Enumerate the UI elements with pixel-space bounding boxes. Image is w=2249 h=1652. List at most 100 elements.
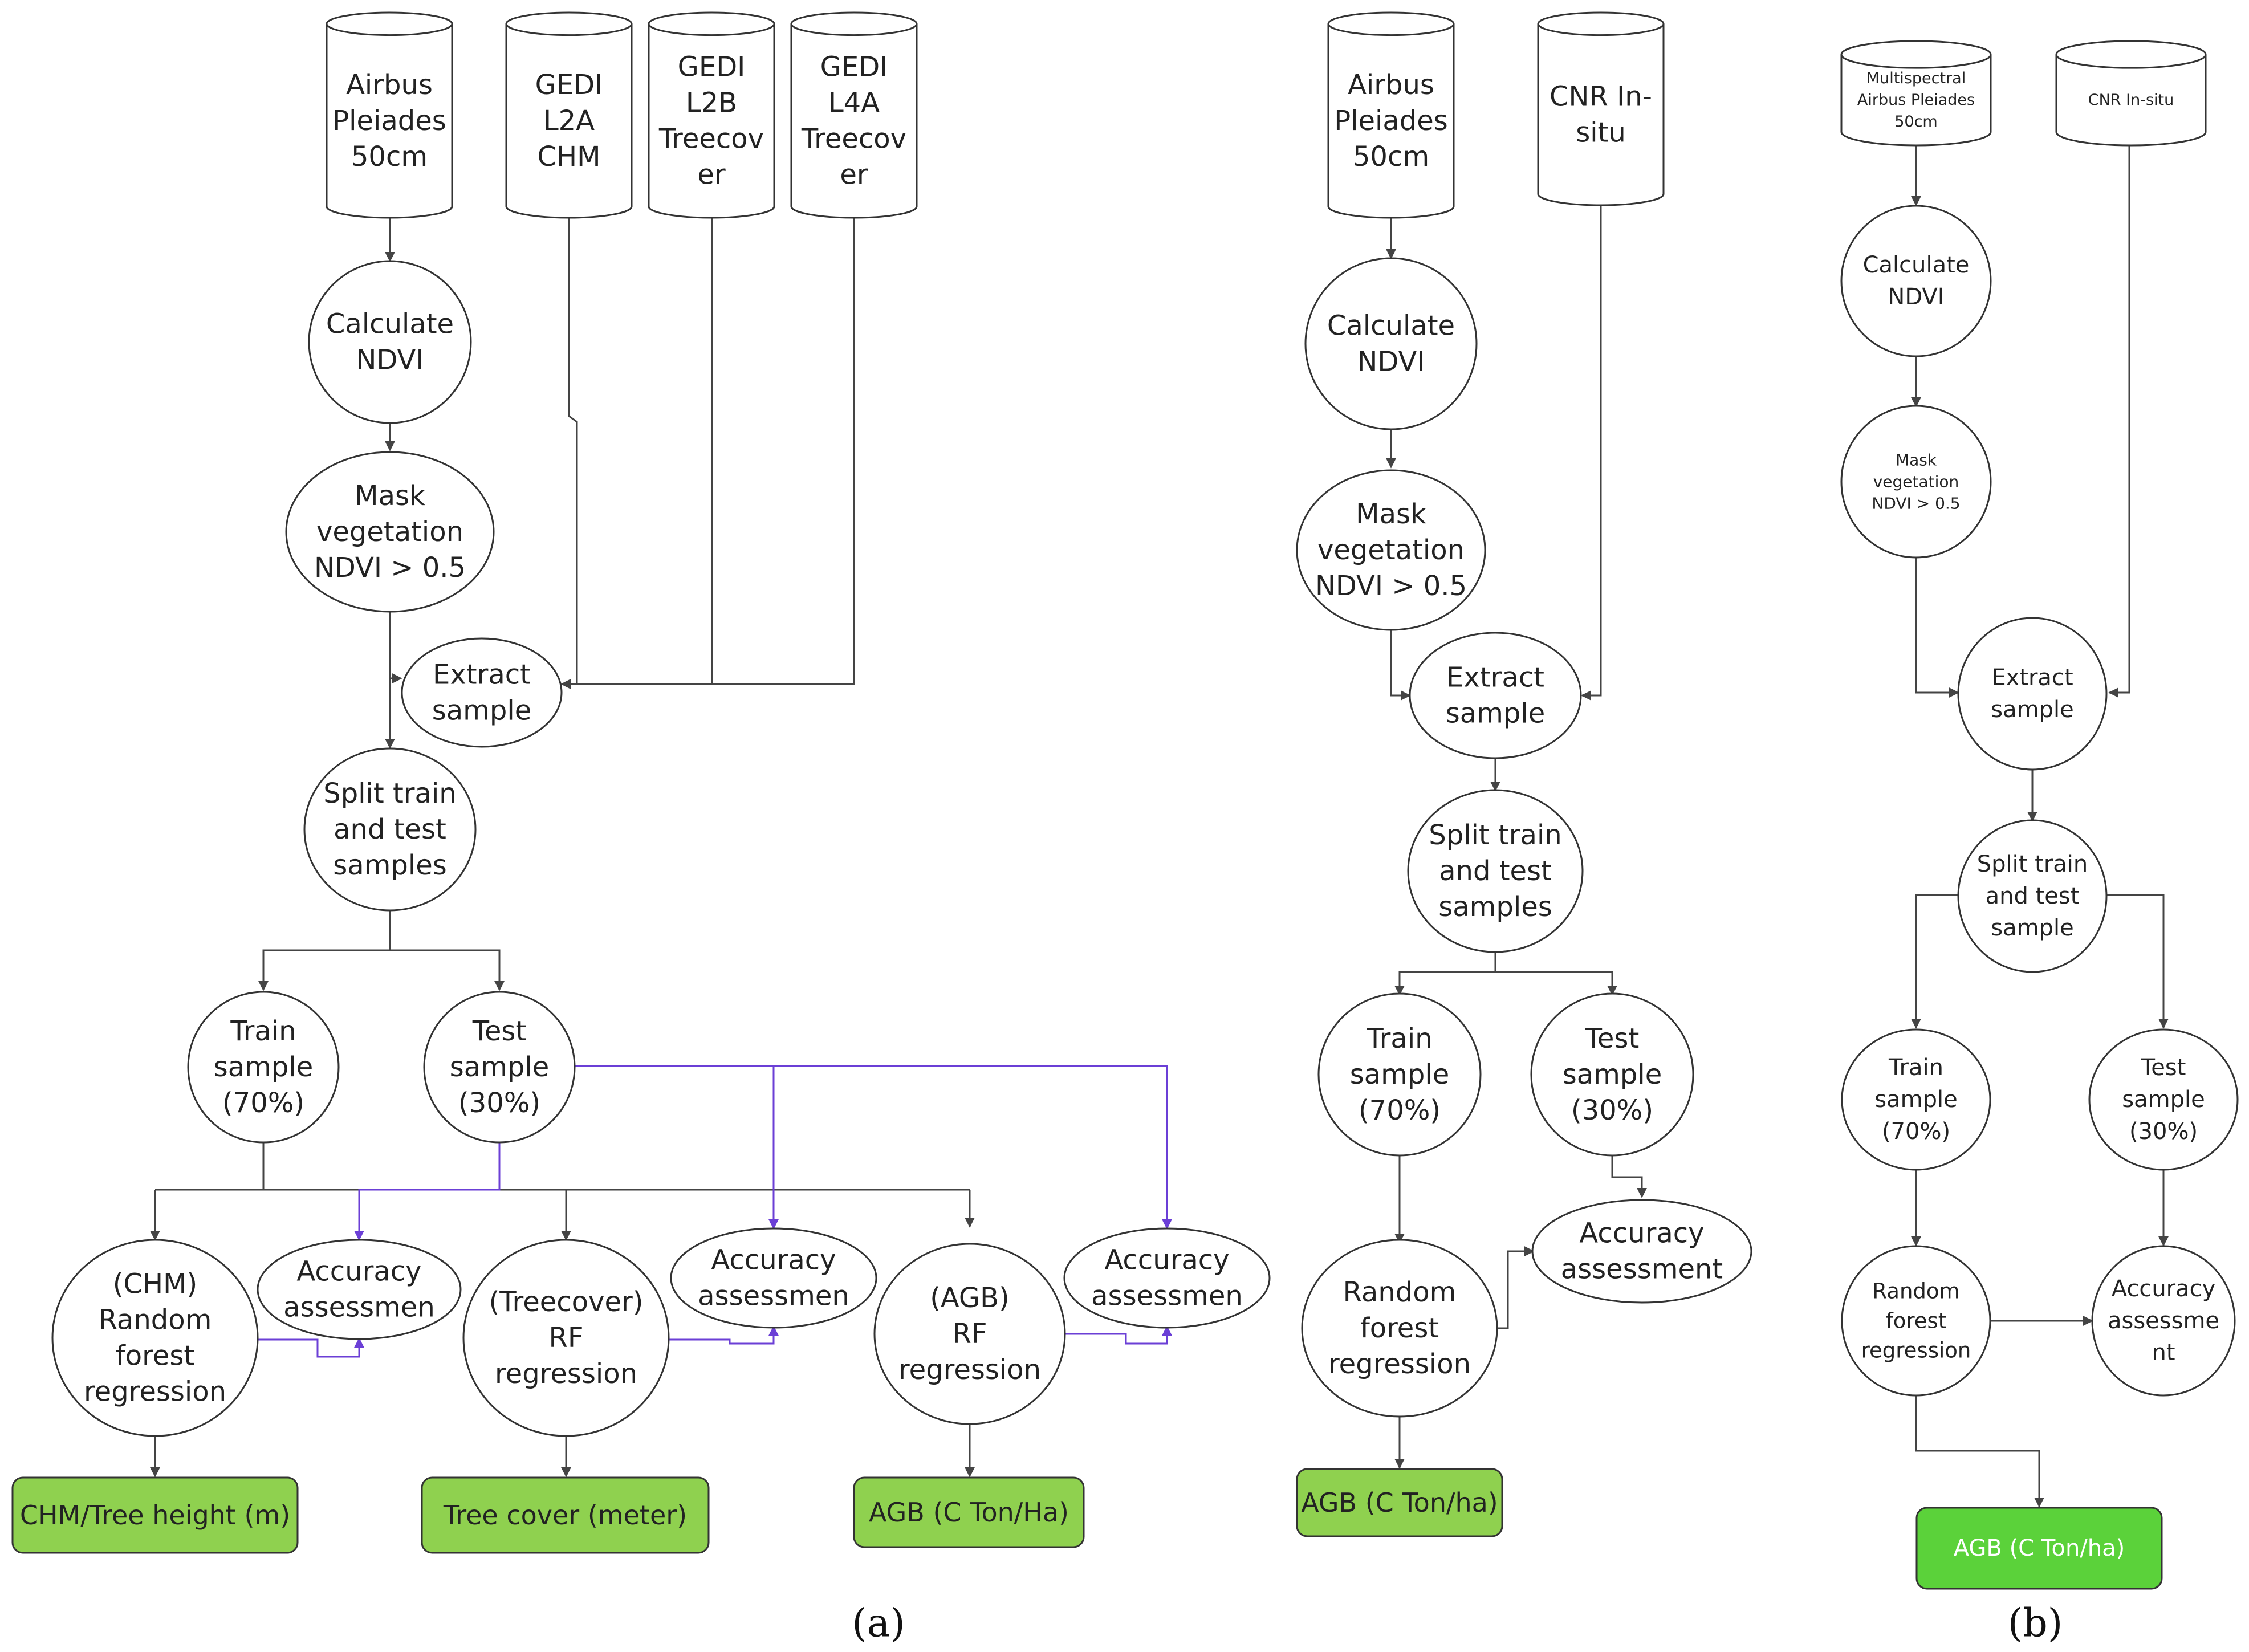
middle-db-cnr-text-1: CNR In- xyxy=(1550,80,1652,112)
right-test-sample-text-3: (30%) xyxy=(2129,1118,2198,1145)
left-agb-rf-text-2: RF xyxy=(953,1318,987,1350)
middle-train-sample-text-2: sample xyxy=(1350,1059,1450,1091)
left-accuracy-3 xyxy=(1063,1227,1271,1329)
middle-accuracy-text-1: Accuracy xyxy=(1579,1218,1704,1250)
left-extract-sample xyxy=(401,637,563,748)
middle-edges xyxy=(1386,205,1647,1469)
right-test-sample-text-2: sample xyxy=(2122,1087,2205,1113)
left-calculate-ndvi-text-1: Calculate xyxy=(326,308,454,340)
right-random-forest-text-3: regression xyxy=(1861,1338,1971,1363)
middle-test-sample-text-2: sample xyxy=(1563,1059,1662,1091)
left-db-airbus-text-3: 50cm xyxy=(351,141,428,173)
left-chm-rf-text-2: Random xyxy=(99,1304,212,1336)
right-calculate-ndvi xyxy=(1840,205,1992,357)
middle-random-forest xyxy=(1301,1239,1498,1418)
right-random-forest xyxy=(1841,1245,1991,1397)
right-test-sample-text-1: Test xyxy=(2141,1055,2186,1081)
left-chm-rf-text-1: (CHM) xyxy=(113,1268,197,1300)
middle-mask-vegetation-text-3: NDVI > 0.5 xyxy=(1315,570,1467,602)
left-split-samples-text-3: samples xyxy=(333,849,447,881)
left-accuracy-1 xyxy=(257,1239,462,1340)
left-extract-sample-text-1: Extract xyxy=(433,659,531,691)
left-test-sample-text-3: (30%) xyxy=(458,1087,540,1119)
left-mask-vegetation xyxy=(285,451,495,613)
panel-label-b: (b) xyxy=(2008,1601,2063,1646)
right-extract-sample xyxy=(1957,617,2108,771)
right-train-sample-text-1: Train xyxy=(1888,1055,1943,1081)
right-train-sample-text-3: (70%) xyxy=(1882,1118,1950,1145)
right-calculate-ndvi-text-1: Calculate xyxy=(1863,252,1970,278)
middle-db-airbus-text-3: 50cm xyxy=(1353,141,1429,173)
left-split-samples xyxy=(303,747,477,912)
right-random-forest-text-1: Random xyxy=(1872,1279,1959,1304)
middle-test-sample-text-3: (30%) xyxy=(1571,1094,1653,1126)
right-mask-vegetation-text-2: vegetation xyxy=(1873,473,1959,491)
right-db-multispectral-text-3: 50cm xyxy=(1894,113,1938,131)
middle-output-agb xyxy=(1296,1468,1503,1537)
left-db-gedi-l2a-text-1: GEDI xyxy=(535,69,603,101)
right-output-agb xyxy=(1915,1507,2163,1590)
right-accuracy-text-1: Accuracy xyxy=(2112,1276,2216,1302)
middle-split-samples xyxy=(1407,789,1584,953)
left-calculate-ndvi-text-2: NDVI xyxy=(356,344,424,376)
right-output-agb-text-1: AGB (C Ton/ha) xyxy=(1954,1535,2125,1561)
right-test-sample xyxy=(2088,1028,2239,1171)
left-chm-rf-text-4: regression xyxy=(84,1376,226,1408)
left-train-sample-text-1: Train xyxy=(230,1015,296,1047)
left-test-sample-text-2: sample xyxy=(450,1051,550,1083)
left-db-gedi-l2a xyxy=(505,11,633,219)
right-split-sample-text-2: and test xyxy=(1986,883,2080,909)
middle-accuracy-text-2: assessment xyxy=(1561,1254,1723,1285)
left-accuracy-1-text-1: Accuracy xyxy=(296,1256,421,1288)
left-accuracy-2-text-1: Accuracy xyxy=(711,1244,836,1276)
labels-layer: AirbusPleiades50cmGEDIL2ACHMGEDIL2BTreec… xyxy=(20,51,2219,1646)
left-accuracy-2-text-2: assessmen xyxy=(698,1280,849,1312)
left-treecover-rf-text-1: (Treecover) xyxy=(489,1286,644,1318)
left-mask-vegetation-text-2: vegetation xyxy=(316,516,463,548)
middle-split-samples-text-1: Split train xyxy=(1429,819,1561,851)
right-db-cnr xyxy=(2055,40,2207,147)
left-db-gedi-l2b xyxy=(648,11,775,219)
left-db-gedi-l4a-text-2: L4A xyxy=(828,87,880,119)
left-split-samples-text-1: Split train xyxy=(323,778,456,809)
right-extract-sample-text-1: Extract xyxy=(1991,665,2073,691)
middle-db-airbus xyxy=(1327,11,1455,219)
left-accuracy-1-text-2: assessmen xyxy=(283,1292,435,1324)
middle-db-airbus-text-2: Pleiades xyxy=(1334,105,1448,137)
middle-output-agb-text-1: AGB (C Ton/ha) xyxy=(1301,1487,1498,1518)
middle-random-forest-text-1: Random xyxy=(1343,1276,1457,1308)
right-accuracy-text-3: nt xyxy=(2152,1340,2175,1366)
left-output-agb-text-1: AGB (C Ton/Ha) xyxy=(869,1497,1069,1528)
left-test-sample-text-1: Test xyxy=(472,1015,527,1047)
left-train-sample xyxy=(187,991,340,1144)
right-mask-vegetation-text-3: NDVI > 0.5 xyxy=(1872,494,1960,513)
right-mask-vegetation xyxy=(1840,405,1992,559)
middle-test-sample-text-1: Test xyxy=(1585,1023,1640,1055)
left-mask-vegetation-text-1: Mask xyxy=(355,480,425,512)
panel-label-a: (a) xyxy=(852,1601,905,1646)
left-test-sample xyxy=(423,991,576,1144)
left-treecover-rf xyxy=(462,1239,670,1437)
left-split-samples-text-2: and test xyxy=(334,813,446,845)
left-edges xyxy=(150,218,1172,1478)
left-db-airbus xyxy=(326,11,453,219)
middle-mask-vegetation xyxy=(1296,469,1486,631)
right-accuracy-text-2: assessme xyxy=(2108,1308,2219,1334)
left-db-gedi-l2b-text-1: GEDI xyxy=(678,51,746,83)
middle-db-cnr xyxy=(1537,11,1665,206)
left-db-gedi-l4a-text-3: Treecov xyxy=(801,123,906,154)
right-calculate-ndvi-text-2: NDVI xyxy=(1888,284,1944,310)
right-train-sample-text-2: sample xyxy=(1874,1087,1957,1113)
left-db-airbus-text-2: Pleiades xyxy=(332,105,446,137)
middle-test-sample xyxy=(1530,992,1694,1157)
middle-split-samples-text-3: samples xyxy=(1438,891,1552,923)
right-db-multispectral xyxy=(1840,40,1992,147)
right-mask-vegetation-text-1: Mask xyxy=(1896,451,1937,470)
left-db-gedi-l4a xyxy=(790,11,918,219)
middle-split-samples-text-2: and test xyxy=(1439,855,1552,887)
middle-calculate-ndvi xyxy=(1304,257,1478,430)
right-db-cnr-text-1: CNR In-situ xyxy=(2088,91,2174,109)
middle-calculate-ndvi-text-1: Calculate xyxy=(1327,310,1455,342)
right-split-sample xyxy=(1957,819,2108,973)
